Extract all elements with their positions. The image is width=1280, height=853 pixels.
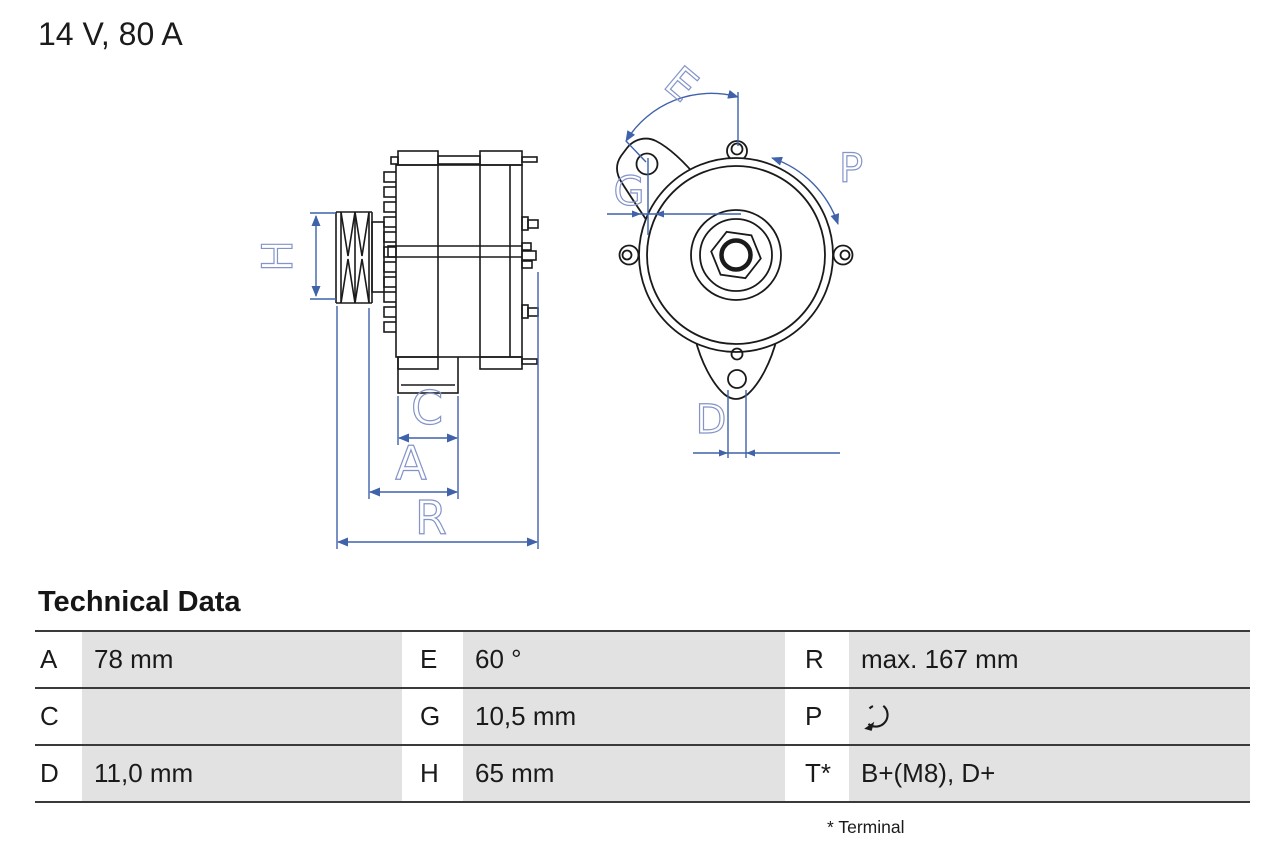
dim-line-D <box>693 390 840 458</box>
param-label: E <box>418 632 463 687</box>
dim-label-D: D <box>696 397 727 443</box>
param-value <box>82 689 402 744</box>
dim-label-C: C <box>411 381 443 435</box>
param-value: max. 167 mm <box>849 632 1250 687</box>
dim-label-G: G <box>614 169 645 215</box>
param-value: 10,5 mm <box>463 689 785 744</box>
param-value: 78 mm <box>82 632 402 687</box>
page-title: 14 V, 80 A <box>38 16 183 52</box>
dim-label-H: H <box>253 240 302 272</box>
table-row: D 11,0 mm H 65 mm T* B+(M8), D+ <box>35 746 1250 803</box>
param-label: G <box>418 689 463 744</box>
param-value: 60 ° <box>463 632 785 687</box>
dim-label-R: R <box>415 491 447 545</box>
alternator-front-view <box>616 137 854 400</box>
alternator-technical-drawing: H C A R E G P D <box>252 56 864 549</box>
dim-arc-E <box>625 89 739 142</box>
param-value: 11,0 mm <box>82 746 402 801</box>
param-label: R <box>801 632 849 687</box>
dim-line-G <box>607 158 741 235</box>
section-heading: Technical Data <box>38 586 241 618</box>
dim-label-P: P <box>839 146 863 192</box>
param-label: D <box>35 746 82 801</box>
rotation-arrow-P <box>771 156 840 225</box>
param-value: B+(M8), D+ <box>849 746 1250 801</box>
dim-label-A: A <box>395 436 427 490</box>
param-label: H <box>418 746 463 801</box>
column-gap <box>785 689 801 744</box>
rotation-direction-icon <box>864 703 889 731</box>
param-label: P <box>801 689 849 744</box>
alternator-side-view <box>335 150 539 394</box>
table-row: C G 10,5 mm P <box>35 689 1250 746</box>
table-row: A 78 mm E 60 ° R max. 167 mm <box>35 632 1250 689</box>
column-gap <box>785 632 801 687</box>
param-label: C <box>35 689 82 744</box>
param-label: A <box>35 632 82 687</box>
dimension-lines <box>310 89 840 549</box>
column-gap <box>402 746 418 801</box>
param-label: T* <box>801 746 849 801</box>
terminal-footnote: * Terminal <box>827 817 905 837</box>
column-gap <box>785 746 801 801</box>
param-value-rotation <box>849 689 1250 744</box>
technical-data-table: A 78 mm E 60 ° R max. 167 mm C G 10,5 mm… <box>35 630 1250 803</box>
column-gap <box>402 632 418 687</box>
dim-label-E: E <box>655 57 707 112</box>
column-gap <box>402 689 418 744</box>
param-value: 65 mm <box>463 746 785 801</box>
